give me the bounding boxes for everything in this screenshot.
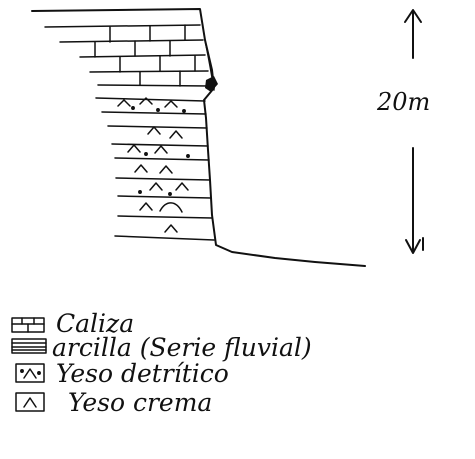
scale-arrow-down: [405, 147, 424, 254]
scale-label: 20m: [377, 88, 431, 116]
legend-symbol-cream-gypsum: [15, 392, 45, 412]
cliff-outline: [31, 8, 366, 267]
gypsum-marks: [117, 97, 190, 233]
scale-arrow-up: [404, 9, 422, 59]
cliff-ink-mark: [205, 76, 218, 92]
legend-symbol-clay: [11, 338, 47, 354]
legend-label-limestone: Caliza: [56, 309, 135, 338]
legend-symbol-detrital-gypsum: [15, 363, 45, 383]
legend-label-detrital-gypsum: Yeso detrítico: [56, 359, 229, 388]
clay-beds: [95, 97, 215, 241]
limestone-beds: [44, 24, 211, 87]
legend-label-cream-gypsum: Yeso crema: [68, 388, 213, 417]
legend-symbol-limestone: [11, 317, 45, 333]
legend-label-clay: arcilla (Serie fluvial): [52, 333, 312, 362]
